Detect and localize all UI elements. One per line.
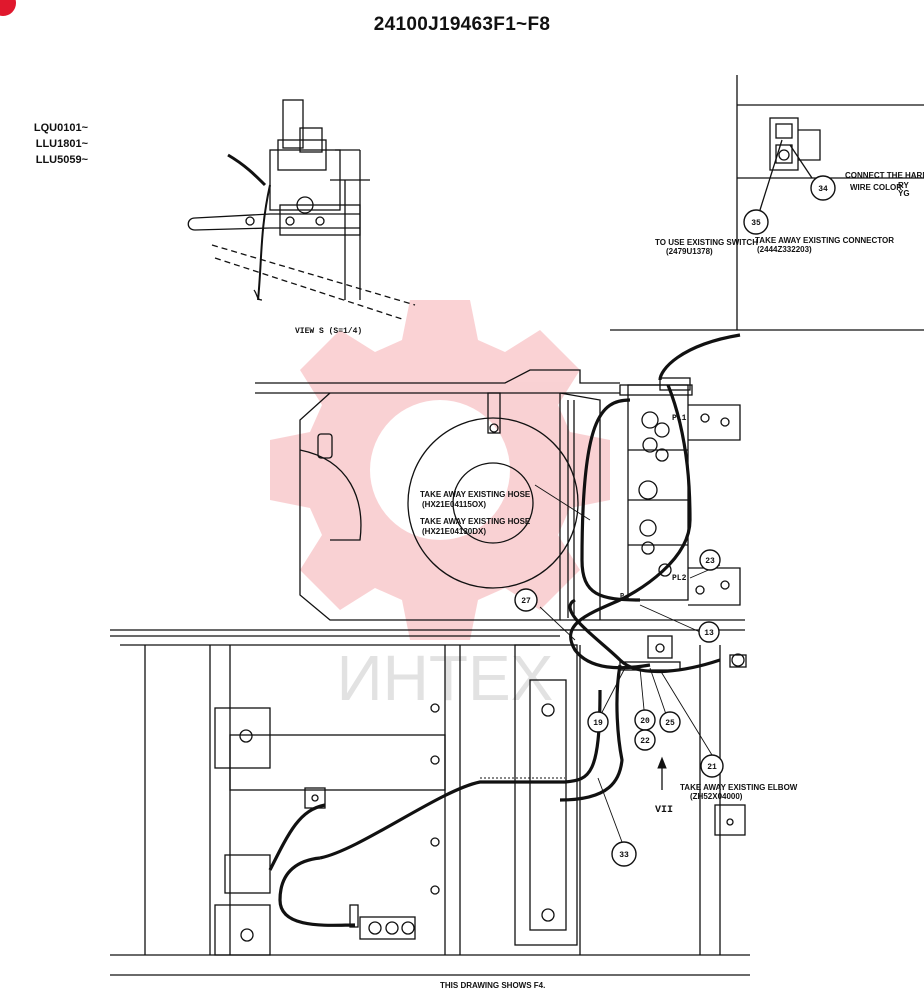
callout-35: 35: [743, 209, 769, 235]
port-label-pl2: PL2: [672, 574, 687, 583]
svg-text:34: 34: [818, 185, 828, 194]
note-use-switch: TO USE EXISTING SWITCH: [655, 238, 758, 247]
note-take-hose-1-part: (HX21E04115OX): [422, 500, 486, 509]
note-wire-color: WIRE COLOR: [850, 183, 902, 192]
svg-text:27: 27: [521, 597, 531, 606]
note-connect-harness: CONNECT THE HARNESS: [845, 171, 924, 180]
callout-13: 13: [698, 621, 720, 643]
svg-text:22: 22: [640, 737, 650, 746]
svg-text:20: 20: [640, 717, 650, 726]
connector-detail: [610, 75, 924, 331]
note-take-elbow-part: (ZH52X04000): [690, 792, 743, 801]
note-take-hose-2: TAKE AWAY EXISTING HOSE: [420, 517, 531, 526]
callout-20: 20: [634, 709, 656, 731]
callout-23: 23: [699, 549, 721, 571]
model-item: LLU5059~: [35, 154, 88, 166]
callout-19: 19: [587, 711, 609, 733]
svg-text:23: 23: [705, 557, 715, 566]
callout-27: 27: [514, 588, 538, 612]
callout-22: 22: [634, 729, 656, 751]
note-use-switch-part: (2479U1378): [666, 247, 713, 256]
corner-badge-icon: [0, 0, 16, 16]
watermark-gear-icon: [270, 300, 610, 640]
note-take-hose-1: TAKE AWAY EXISTING HOSE: [420, 490, 531, 499]
footer-note: THIS DRAWING SHOWS F4.: [440, 981, 545, 990]
note-take-connector: TAKE AWAY EXISTING CONNECTOR: [755, 236, 894, 245]
view-s-caption: VIEW S (S=1/4): [295, 327, 362, 336]
svg-text:19: 19: [593, 719, 603, 728]
callout-34: 34: [810, 175, 836, 201]
model-item: LQU0101~: [33, 122, 88, 134]
main-frame: [110, 369, 750, 976]
callout-21: 21: [700, 754, 724, 778]
hose-lines: [268, 333, 741, 927]
wire-code-ry: RY: [898, 181, 909, 190]
model-list: LQU0101~ LLU1801~ LLU5059~: [20, 120, 88, 168]
port-label-pl1: PL1: [672, 414, 687, 423]
note-take-elbow: TAKE AWAY EXISTING ELBOW: [680, 783, 798, 792]
model-item: LLU1801~: [35, 138, 88, 150]
view-s-detail: [187, 99, 416, 321]
svg-text:33: 33: [619, 851, 629, 860]
svg-text:35: 35: [751, 219, 761, 228]
port-label-p: P: [620, 593, 624, 601]
leader-lines: [534, 484, 721, 851]
note-take-hose-2-part: (HX21E04130DX): [422, 527, 486, 536]
callout-33: 33: [611, 841, 637, 867]
view-arrow-icon: [657, 756, 667, 790]
callout-25: 25: [659, 711, 681, 733]
drawing-title: 24100J19463F1~F8: [373, 14, 551, 35]
note-take-connector-part: (2444Z332203): [757, 245, 812, 254]
view-marker-label: VII: [655, 805, 673, 816]
svg-text:21: 21: [707, 763, 717, 772]
svg-text:13: 13: [704, 629, 714, 638]
svg-text:25: 25: [665, 719, 675, 728]
wire-code-yg: YG: [898, 189, 910, 198]
